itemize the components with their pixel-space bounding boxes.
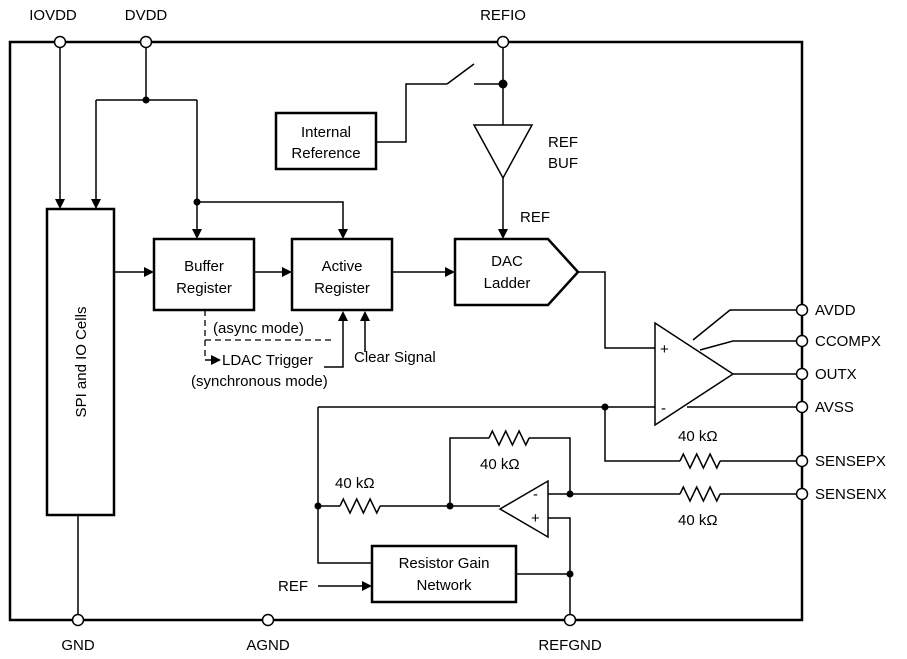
ref-gain-arrow (362, 581, 372, 591)
dvdd-buffer-arrow (192, 229, 202, 239)
iovdd-pin (53, 35, 67, 49)
refgnd-label: REFGND (538, 637, 602, 654)
dvdd-junction (142, 96, 150, 104)
buffer-register-line1: Buffer (184, 258, 224, 275)
dac-ladder-block (453, 237, 580, 307)
rsensep-label: 40 kΩ (678, 428, 718, 445)
spi-io-block (45, 207, 116, 517)
dac-amp-wire (578, 271, 655, 349)
switch-blade (446, 63, 475, 85)
sensep-resistor (679, 452, 721, 470)
rin-resistor (339, 497, 381, 515)
sense-amp-plus: + (531, 510, 540, 527)
resistor-gain-line2: Network (416, 577, 472, 594)
ccompx-pin (795, 334, 809, 348)
active-register-line1: Active (322, 258, 363, 275)
synchronous-mode-label: (synchronous mode) (191, 373, 328, 390)
intref-wire (376, 83, 447, 143)
refio-label: REFIO (480, 7, 526, 24)
ldac-active-arrow (338, 311, 348, 321)
resistor-gain-network-block (370, 544, 518, 604)
chip-outline (8, 40, 804, 622)
rfb-wire (449, 437, 571, 506)
rsensen-label: 40 kΩ (678, 512, 718, 529)
left-feedback-wire (317, 407, 372, 564)
ldac-trigger-label: LDAC Trigger (222, 352, 313, 369)
output-amp-minus: - (661, 400, 666, 417)
avdd-wire (692, 309, 802, 341)
iovdd-label: IOVDD (29, 7, 77, 24)
sense-amp (498, 479, 549, 539)
active-register-block (290, 237, 394, 312)
ref-buf-label-1: REF (548, 134, 578, 151)
sense-amp-minus: - (533, 486, 538, 503)
sensen-resistor (679, 485, 721, 503)
dvdd-spi-arrow (91, 199, 101, 209)
ldac-trigger-arrow (211, 355, 221, 365)
dvdd-active-arrow (338, 229, 348, 239)
internal-reference-line2: Reference (291, 145, 360, 162)
dvdd-label: DVDD (125, 7, 168, 24)
rin-label: 40 kΩ (335, 475, 375, 492)
refio-pin (496, 35, 510, 49)
dac-ladder-line1: DAC (491, 253, 523, 270)
ref-gain-label: REF (278, 578, 308, 595)
outx-label: OUTX (815, 366, 857, 383)
output-amp (654, 321, 735, 427)
sensenx-label: SENSENX (815, 486, 887, 503)
avdd-pin (795, 303, 809, 317)
clear-arrow (360, 311, 370, 321)
dac-ladder-line2: Ladder (484, 275, 531, 292)
clear-signal-label: Clear Signal (354, 349, 436, 366)
agnd-pin (261, 613, 275, 627)
agnd-label: AGND (246, 637, 290, 654)
sensenx-pin (795, 487, 809, 501)
gnd-pin (71, 613, 85, 627)
buffer-register-line2: Register (176, 280, 232, 297)
refgnd-pin (563, 613, 577, 627)
buffer-active-arrow (282, 267, 292, 277)
dvdd-pin (139, 35, 153, 49)
iovdd-arrow (55, 199, 65, 209)
refbuf-dac-arrow (498, 229, 508, 239)
resistor-gain-line1: Resistor Gain (399, 555, 490, 572)
avdd-label: AVDD (815, 302, 856, 319)
ref-buf-label-2: BUF (548, 155, 578, 172)
ccompx-label: CCOMPX (815, 333, 881, 350)
ref-dac-label: REF (520, 209, 550, 226)
outx-pin (795, 367, 809, 381)
rfb-resistor (488, 429, 530, 447)
rfb-label: 40 kΩ (480, 456, 520, 473)
async-mode-label: (async mode) (213, 320, 304, 337)
spi-io-label: SPI and IO Cells (73, 307, 90, 418)
dvdd-junction-2 (193, 198, 201, 206)
avss-label: AVSS (815, 399, 854, 416)
sensepx-label: SENSEPX (815, 453, 886, 470)
gnd-label: GND (61, 637, 95, 654)
avss-pin (795, 400, 809, 414)
ccompx-wire (699, 340, 802, 351)
sensepx-pin (795, 454, 809, 468)
ldac-to-active-wire (324, 321, 344, 368)
sensep-wire (604, 407, 802, 462)
internal-reference-block (274, 111, 378, 171)
active-register-line2: Register (314, 280, 370, 297)
buffer-register-block (152, 237, 256, 312)
small-amp-plus-wire (548, 517, 571, 620)
internal-reference-line1: Internal (301, 124, 351, 141)
active-dac-arrow (445, 267, 455, 277)
output-amp-plus: + (660, 341, 669, 358)
ref-buffer-triangle (472, 124, 534, 180)
spi-buffer-arrow (144, 267, 154, 277)
